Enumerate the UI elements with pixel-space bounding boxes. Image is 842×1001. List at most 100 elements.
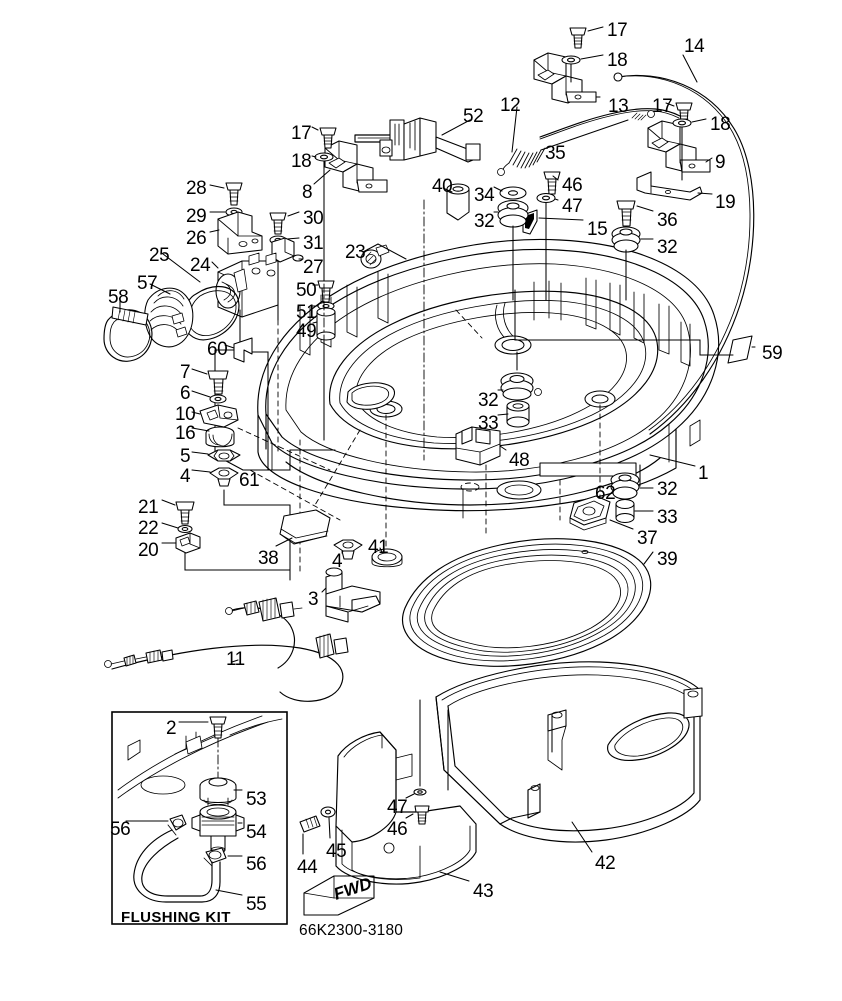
part-33b-bush [615, 498, 654, 524]
callout-4-c4b: 4 [332, 551, 343, 572]
part-22-washer [161, 522, 193, 534]
part-43-side-cover [335, 731, 477, 885]
part-41-washer [371, 547, 403, 568]
callout-44-c44: 44 [297, 857, 318, 878]
part-57-seal-ring [144, 283, 194, 348]
callout-35-c35: 35 [545, 143, 566, 164]
part-9-bracket [540, 110, 713, 173]
part-30-bolt [269, 211, 300, 235]
callout-19-c19: 19 [715, 192, 736, 213]
part-10-clamp [191, 404, 239, 428]
part-46b-bolt [405, 805, 430, 825]
part-60-arrow-marker [224, 337, 269, 471]
part-32b-grommet [611, 226, 654, 253]
callout-32-c32c: 32 [478, 390, 499, 411]
callout-55-c55: 55 [246, 894, 267, 915]
callout-33-c33a: 33 [478, 413, 499, 434]
part-7-bolt [191, 368, 229, 395]
callout-25-c25: 25 [149, 245, 170, 266]
fwd-arrow-marker: FWD [303, 874, 375, 916]
callout-56-c56b: 56 [246, 854, 267, 875]
callout-6-c6: 6 [180, 383, 191, 404]
part-39-seal-gasket [402, 538, 654, 667]
callout-17-c17b: 17 [652, 96, 673, 117]
callout-42-c42: 42 [595, 853, 616, 874]
callout-46-c46a: 46 [562, 175, 583, 196]
callout-26-c26: 26 [186, 228, 207, 249]
callout-57-c57: 57 [137, 273, 158, 294]
part-40-bushing [442, 183, 470, 221]
callout-52-c52: 52 [463, 106, 484, 127]
part-55-flush-hose [133, 829, 243, 903]
callout-20-c20: 20 [138, 540, 159, 561]
callout-7-c7: 7 [180, 362, 191, 383]
callout-36-c36: 36 [657, 210, 678, 231]
callout-48-c48: 48 [509, 450, 530, 471]
callout-29-c29: 29 [186, 206, 207, 227]
callout-24-c24: 24 [190, 255, 211, 276]
part-4a-nut [191, 467, 239, 487]
callout-18-c18a: 18 [607, 50, 628, 71]
part-47a-washer [536, 192, 559, 204]
callout-16-c16: 16 [175, 423, 196, 444]
part-4b-nut [333, 539, 363, 560]
part-3-latch [321, 567, 381, 623]
callout-47-c47b: 47 [387, 797, 408, 818]
part-5-nut [191, 449, 241, 462]
callout-60-c60: 60 [207, 339, 228, 360]
callout-47-c47a: 47 [562, 196, 583, 217]
part-56b-clamp [203, 847, 243, 867]
callout-18-c18b: 18 [710, 114, 731, 135]
part-26-bracket [209, 211, 263, 255]
part-18b-washer [672, 118, 707, 128]
part-number-label: 66K2300-3180 [299, 922, 404, 939]
callout-38-c38: 38 [258, 548, 279, 569]
callout-50-c50: 50 [296, 280, 317, 301]
callout-1-c1: 1 [698, 463, 709, 484]
callout-14-c14: 14 [684, 36, 705, 57]
part-12-spring-assembly [497, 106, 681, 176]
callout-59-c59: 59 [762, 343, 783, 364]
part-38-pad [275, 509, 331, 547]
part-2-bolt [178, 716, 227, 739]
callout-4-c4a: 4 [180, 466, 191, 487]
callout-62-c62: 62 [595, 483, 616, 504]
part-58-hose-clamp [103, 299, 153, 362]
part-34-washer [493, 186, 527, 200]
callout-31-c31: 31 [303, 233, 324, 254]
callout-28-c28: 28 [186, 178, 207, 199]
callout-17-c17c: 17 [291, 123, 312, 144]
callout-11-c11: 11 [226, 649, 245, 670]
part-32a-grommet [493, 199, 529, 228]
callout-22-c22: 22 [138, 518, 159, 539]
part-21-bolt [161, 499, 195, 525]
callout-2-c2: 2 [166, 718, 177, 739]
part-14-wire-harness [613, 54, 755, 435]
callout-46-c46b: 46 [387, 819, 408, 840]
part-59-label-plate [514, 289, 756, 364]
callout-39-c39: 39 [657, 549, 678, 570]
callout-32-c32d: 32 [657, 479, 678, 500]
part-25-clamp-band [162, 253, 248, 341]
flushing-kit-caption: FLUSHING KIT [121, 909, 231, 926]
part-54-flush-connector [191, 804, 245, 854]
part-17a-bolt [569, 26, 604, 49]
part-13-bracket [533, 52, 601, 104]
callout-49-c49: 49 [296, 321, 317, 342]
callout-58-c58: 58 [108, 287, 129, 308]
part-23-fitting [360, 243, 407, 269]
part-28-bolt [209, 182, 243, 206]
callout-43-c43: 43 [473, 881, 494, 902]
part-33a-bush [497, 400, 530, 428]
callout-8-c8: 8 [302, 182, 313, 203]
callout-21-c21: 21 [138, 497, 159, 518]
part-6-washer [191, 390, 227, 404]
part-27-collar [271, 237, 304, 263]
callout-53-c53: 53 [246, 789, 267, 810]
callout-34-c34: 34 [474, 185, 495, 206]
part-36-bolt [616, 200, 654, 227]
callout-30-c30: 30 [303, 208, 324, 229]
part-53-flush-plug [199, 777, 243, 806]
part-44-screw [299, 815, 321, 855]
